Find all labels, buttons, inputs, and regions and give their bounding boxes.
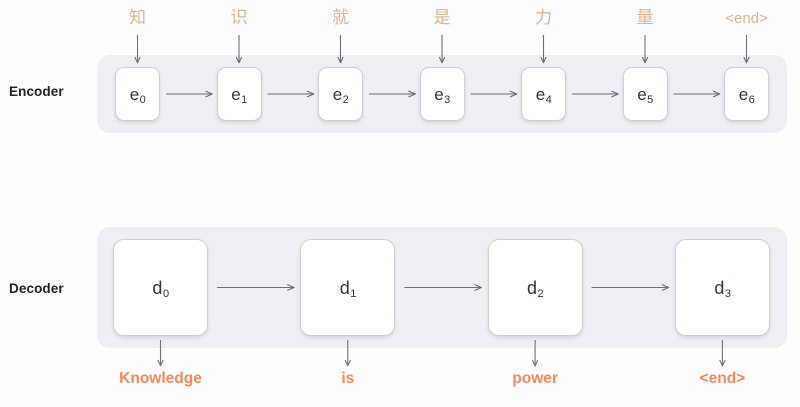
cell-label: d1 [339,277,357,300]
cell-label: d2 [527,277,544,300]
decoder-cell-d1[interactable]: d1 [300,239,396,336]
decoder-output-token-3: <end> [699,370,746,387]
cell-label: e2 [332,84,349,106]
cell-label: e0 [129,84,146,106]
encoder-cell-e3[interactable]: e3 [419,67,465,121]
decoder-output-token-2: power [512,370,558,387]
encoder-input-token-2: 就 [332,8,349,27]
encoder-cell-e6[interactable]: e6 [724,67,769,121]
encoder-input-token-6: <end> [725,10,768,27]
cell-label: e3 [434,84,451,106]
decoder-cell-d2[interactable]: d2 [487,239,583,336]
decoder-output-token-1: is [341,370,355,387]
encoder-cell-e0[interactable]: e0 [115,67,160,121]
encoder-cell-e1[interactable]: e1 [216,67,262,121]
cell-label: e4 [535,84,552,106]
encoder-cell-e5[interactable]: e5 [622,67,668,121]
encoder-cell-e2[interactable]: e2 [318,67,363,121]
encoder-input-token-4: 力 [535,8,552,27]
cell-label: d3 [714,277,731,300]
encoder-input-token-0: 知 [129,8,146,27]
cell-label: e1 [231,84,248,106]
cell-label: e5 [637,84,654,106]
cell-label: d0 [152,277,170,300]
cell-label: e6 [738,84,755,106]
encoder-row-label: Encoder [9,84,64,99]
decoder-row-label: Decoder [9,281,64,296]
decoder-cell-d3[interactable]: d3 [674,239,770,336]
decoder-cell-d0[interactable]: d0 [113,239,208,336]
encoder-input-token-5: 量 [636,8,654,27]
encoder-cell-e4[interactable]: e4 [521,67,566,121]
encoder-input-token-1: 识 [230,8,248,27]
decoder-output-token-0: Knowledge [119,370,202,387]
encoder-input-token-3: 是 [433,8,451,27]
